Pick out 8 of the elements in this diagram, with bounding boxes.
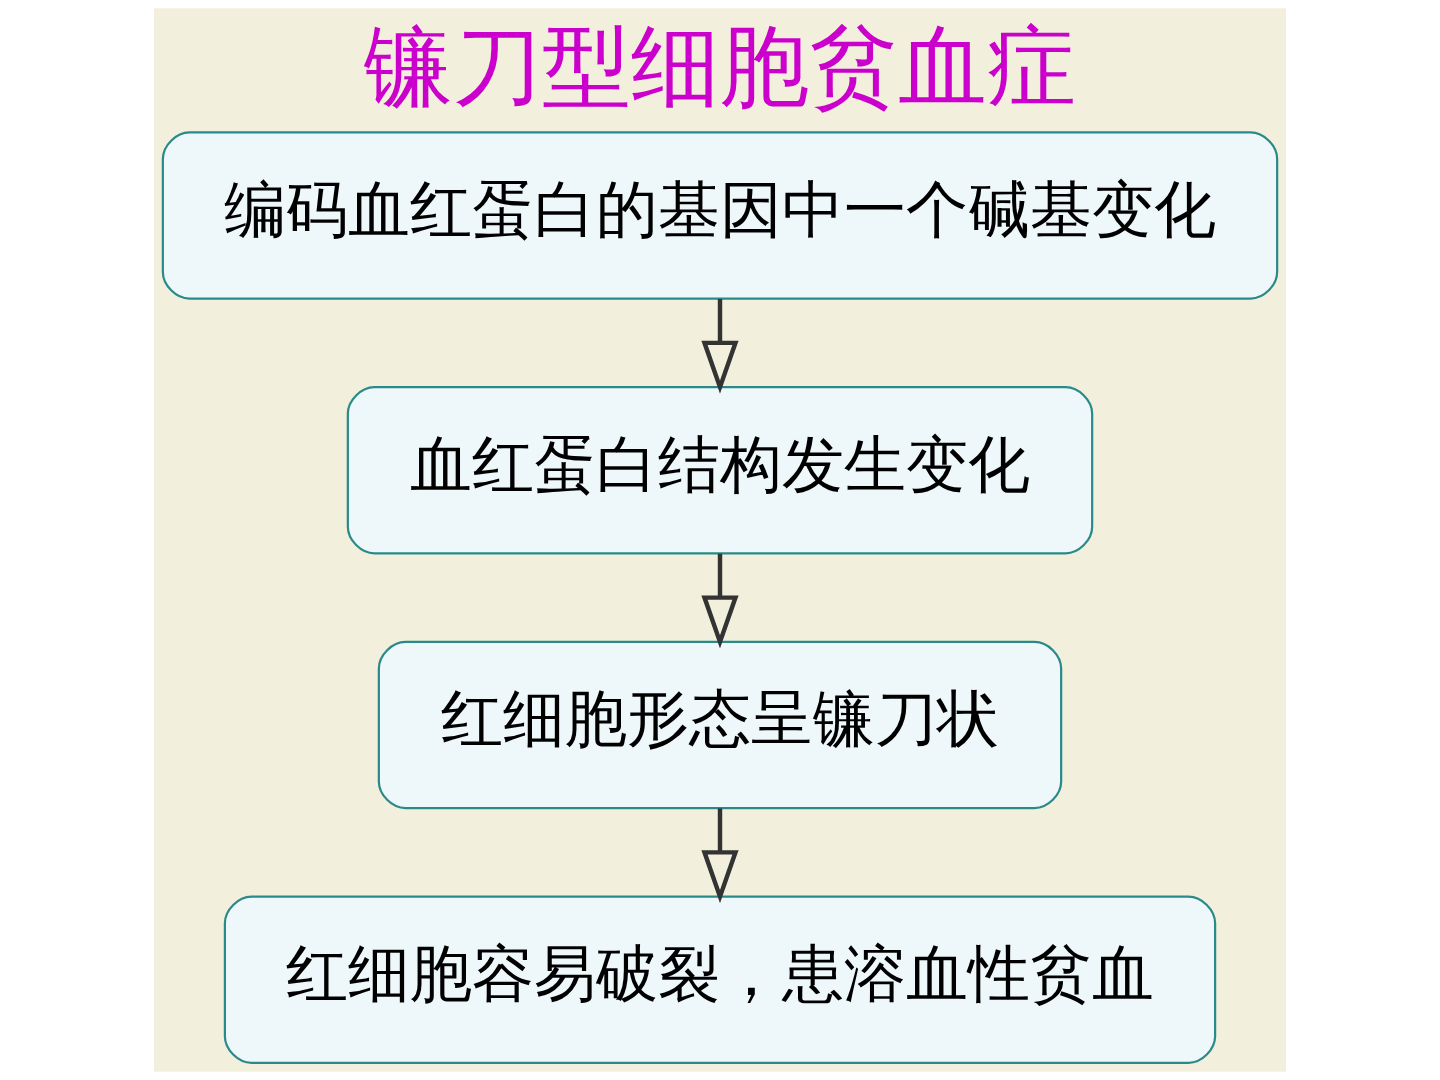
arrow [701, 808, 739, 904]
node-box: 编码血红蛋白的基因中一个碱基变化 [161, 131, 1279, 300]
node-box: 红细胞容易破裂，患溶血性贫血 [223, 895, 1217, 1064]
arrow [701, 298, 739, 394]
arrow [701, 553, 739, 649]
node-box: 血红蛋白结构发生变化 [346, 386, 1094, 555]
node-box: 红细胞形态呈镰刀状 [377, 640, 1063, 810]
diagram-title: 镰刀型细胞贫血症 [364, 14, 1076, 118]
